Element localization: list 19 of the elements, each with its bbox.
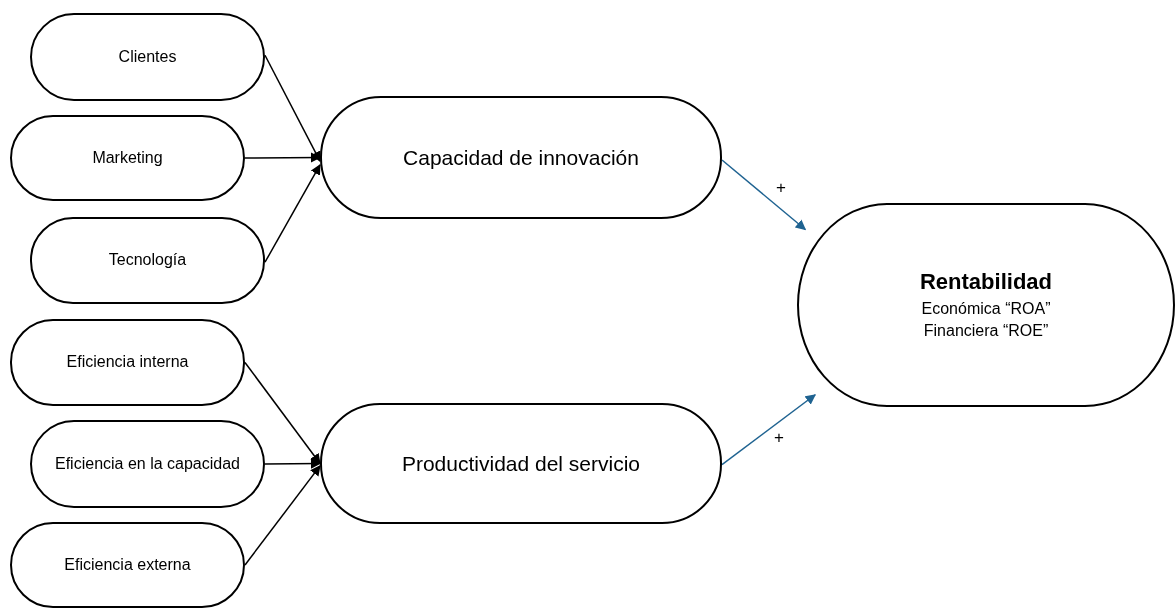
arrow [264, 458, 322, 469]
arrow [264, 163, 321, 263]
body-text: Financiera “ROE” [923, 321, 1049, 342]
node-label: Capacidad de innovación [403, 144, 639, 171]
node-label: Marketing [92, 147, 163, 168]
node-label: Eficiencia externa [64, 554, 191, 575]
node-label: Productividad del servicio [401, 450, 641, 477]
rounded-box [797, 203, 1175, 407]
arrow [721, 394, 816, 466]
node-label: Eficiencia interna [66, 352, 189, 373]
heading-text: Rentabilidad [920, 268, 1052, 297]
node-label: Eficiencia en la capacidad [55, 453, 240, 474]
node-label: Tecnología [108, 250, 187, 271]
arrow [244, 465, 321, 566]
arrow [244, 361, 321, 465]
body-text: Económica “ROA” [921, 299, 1051, 319]
node-label: Clientes [118, 46, 177, 67]
arrow [721, 159, 807, 231]
arrow [264, 54, 321, 163]
